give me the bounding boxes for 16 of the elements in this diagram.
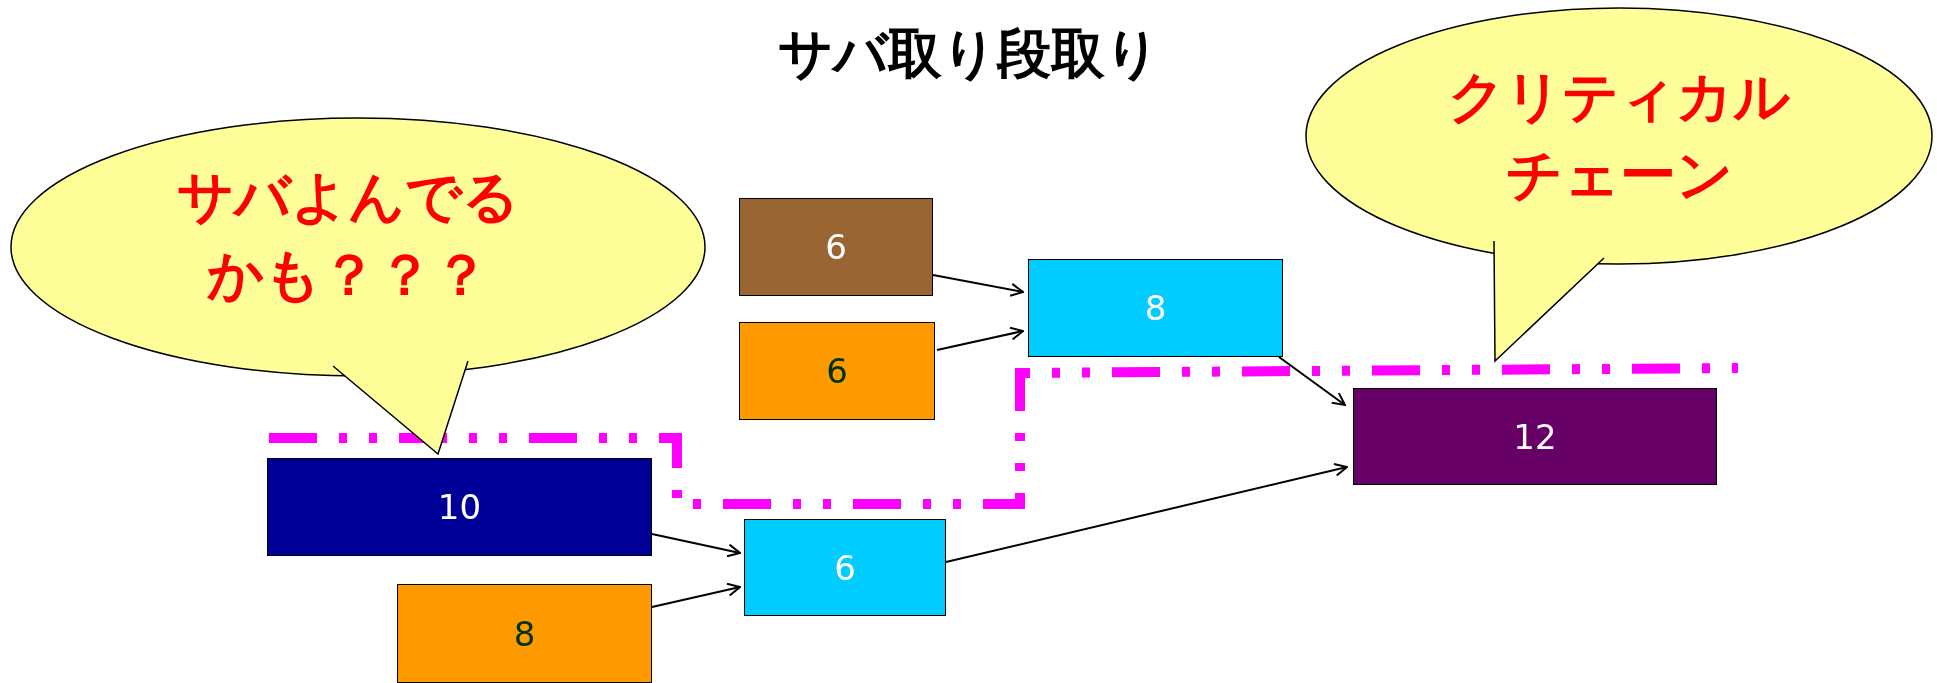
arrow (932, 274, 1024, 297)
arrow (945, 462, 1348, 563)
callout-text: クリティカルチェーン (1447, 63, 1791, 209)
task-box: 6 (744, 519, 946, 616)
callout-text: サバよんでるかも？？？ (176, 163, 520, 309)
arrow (651, 582, 741, 608)
task-box: 8 (397, 584, 652, 683)
task-box: 6 (739, 198, 933, 296)
arrow (1278, 356, 1346, 406)
task-box: 6 (739, 322, 935, 420)
task-box: 8 (1028, 259, 1283, 357)
task-box: 10 (267, 458, 652, 556)
arrow (651, 533, 741, 558)
task-box: 12 (1353, 388, 1717, 485)
arrow (936, 326, 1024, 351)
title: サバ取り段取り (776, 21, 1161, 87)
